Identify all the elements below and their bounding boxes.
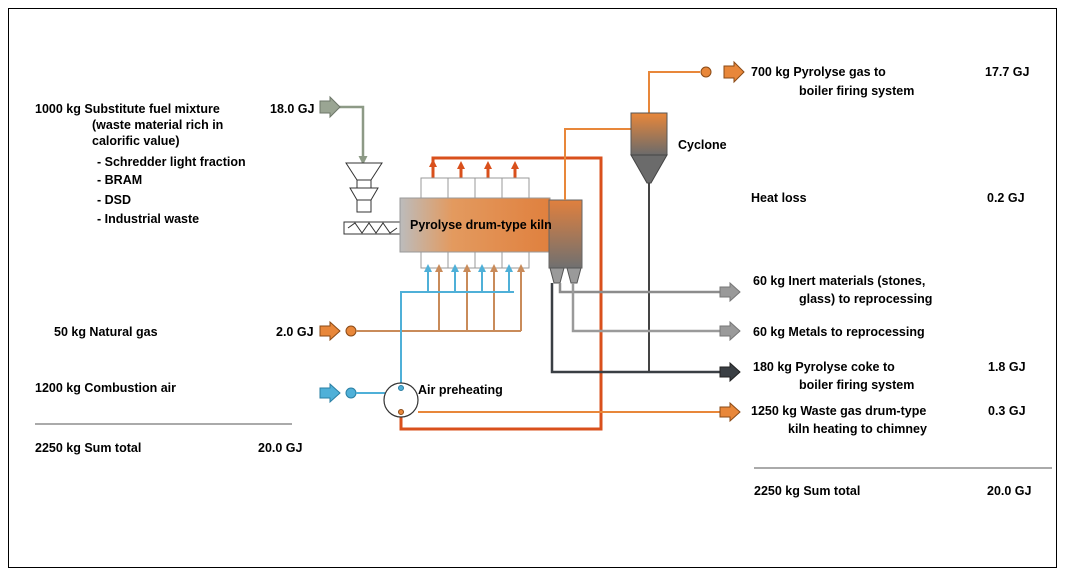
metals-label: 60 kg Metals to reprocessing xyxy=(753,325,925,339)
cyclone xyxy=(630,112,668,372)
waste-gas-label-line1: 1250 kg Waste gas drum-type xyxy=(751,404,927,418)
fuel-energy: 18.0 GJ xyxy=(270,102,315,116)
air-preheating-label: Air preheating xyxy=(418,383,503,397)
coke-energy: 1.8 GJ xyxy=(988,360,1026,374)
fuel-item: - BRAM xyxy=(97,173,143,187)
fuel-item: - Schredder light fraction xyxy=(97,155,246,169)
waste-gas-energy: 0.3 GJ xyxy=(988,404,1026,418)
natural-gas-line xyxy=(319,264,525,342)
output-sum-label: 2250 kg Sum total xyxy=(754,484,861,498)
coke-label-line2: boiler firing system xyxy=(799,378,915,392)
heat-loss-energy: 0.2 GJ xyxy=(987,191,1025,205)
cyclone-label: Cyclone xyxy=(678,138,727,152)
kiln-discharge-housing xyxy=(548,199,583,284)
heat-loss-label: Heat loss xyxy=(751,191,807,205)
pyrogas-label-line1: 700 kg Pyrolyse gas to xyxy=(751,65,886,79)
air-preheater xyxy=(383,382,419,418)
process-flow-diagram xyxy=(35,60,1052,469)
pyrolyse-kiln xyxy=(399,177,551,269)
coke-label-line1: 180 kg Pyrolyse coke to xyxy=(753,360,895,374)
fuel-amount-label: 1000 kg Substitute fuel mixture xyxy=(35,102,220,116)
natural-gas-energy: 2.0 GJ xyxy=(276,325,314,339)
inert-label-line2: glass) to reprocessing xyxy=(799,292,933,306)
pyrogas-label-line2: boiler firing system xyxy=(799,84,915,98)
waste-gas-line xyxy=(418,401,741,423)
fuel-feed-line xyxy=(319,95,368,165)
combustion-air-line xyxy=(319,264,514,404)
feed-hopper xyxy=(343,162,403,235)
fuel-desc-line3: calorific value) xyxy=(92,134,180,148)
waste-gas-label-line2: kiln heating to chimney xyxy=(788,422,927,436)
pyrogas-energy: 17.7 GJ xyxy=(985,65,1030,79)
combustion-air-label: 1200 kg Combustion air xyxy=(35,381,177,395)
coke-line xyxy=(550,283,741,383)
output-sum-energy: 20.0 GJ xyxy=(987,484,1032,498)
input-sum-energy: 20.0 GJ xyxy=(258,441,303,455)
kiln-label: Pyrolyse drum-type kiln xyxy=(410,218,552,232)
fuel-item: - Industrial waste xyxy=(97,212,200,226)
input-sum-label: 2250 kg Sum total xyxy=(35,441,142,455)
pyrolyse-gas-line xyxy=(564,60,745,200)
natural-gas-label: 50 kg Natural gas xyxy=(54,325,158,339)
fuel-item: - DSD xyxy=(97,193,132,207)
inert-label-line1: 60 kg Inert materials (stones, xyxy=(753,274,926,288)
solids-lines xyxy=(558,281,741,342)
fuel-desc-line2: (waste material rich in xyxy=(92,118,224,132)
